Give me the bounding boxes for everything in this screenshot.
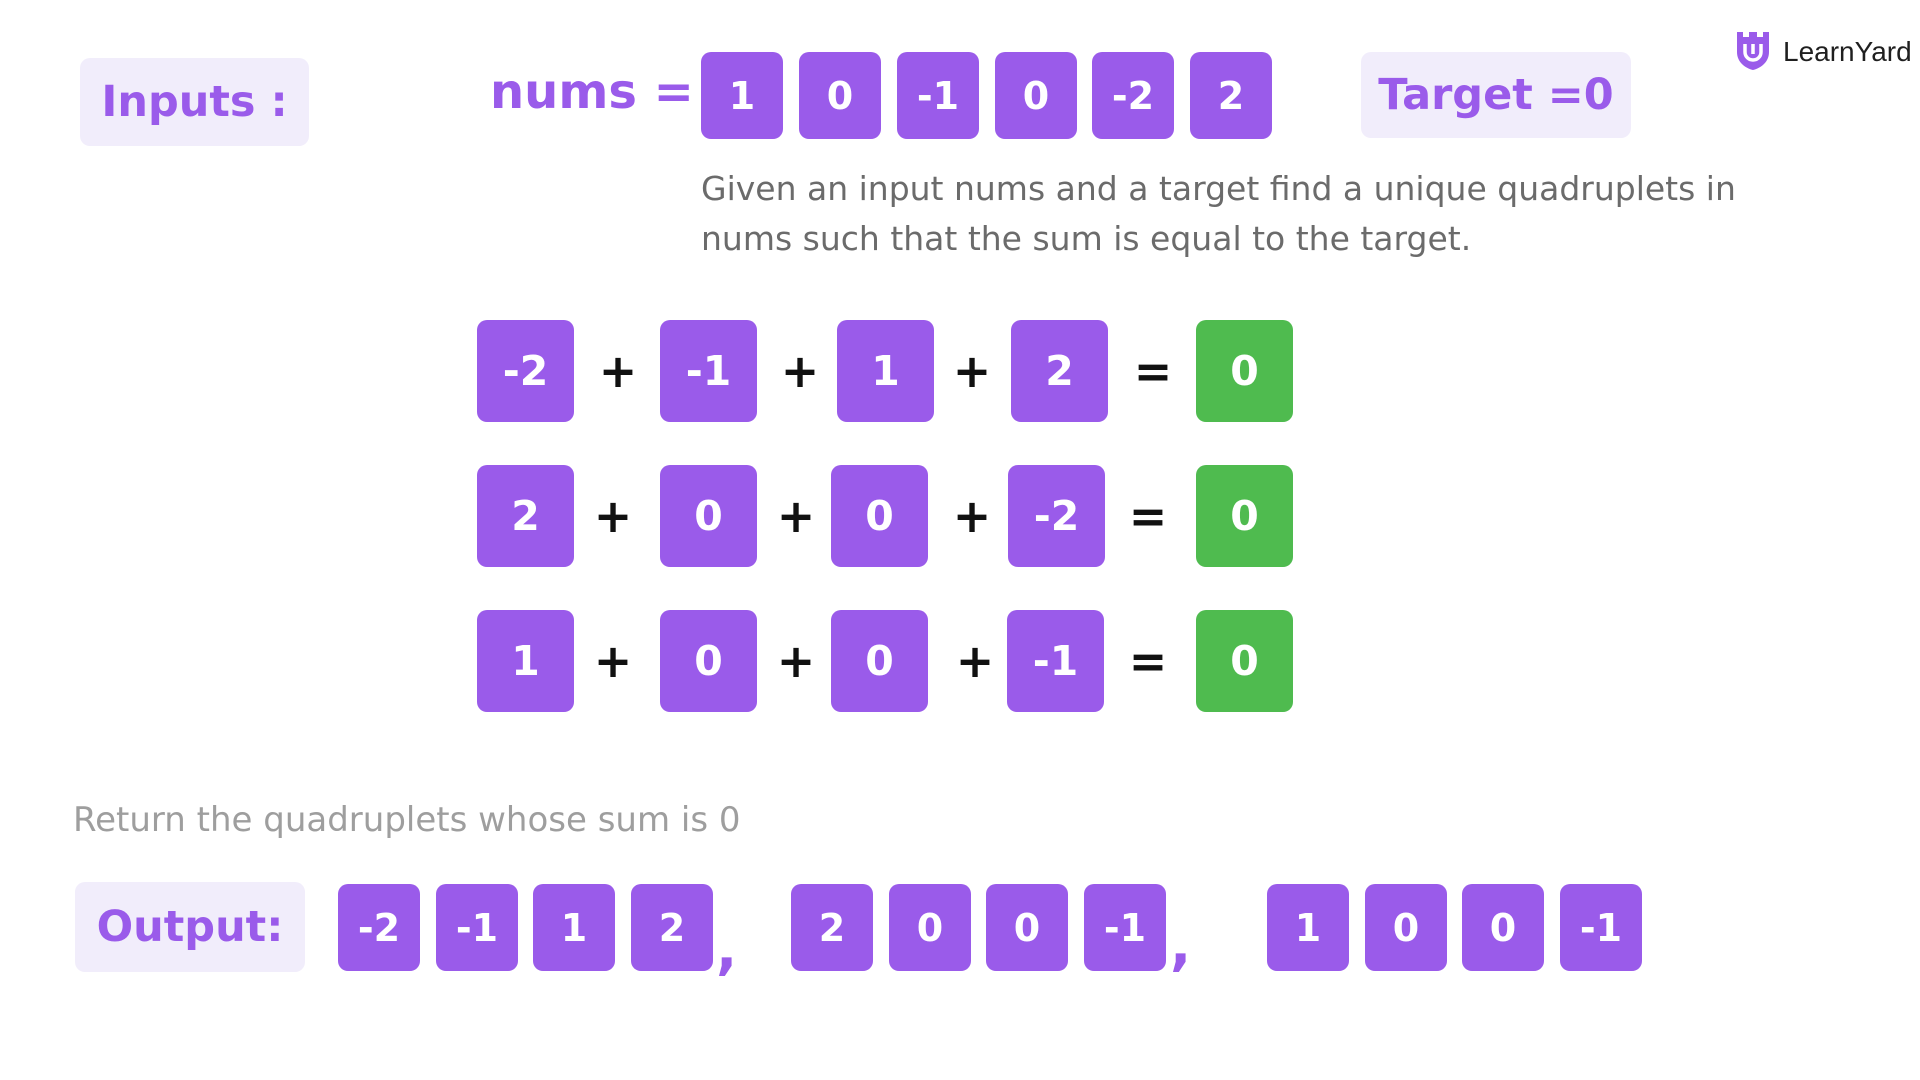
equals-sign: =	[1133, 344, 1173, 398]
equation-tile: -2	[477, 320, 574, 422]
comma-separator: ,	[716, 917, 738, 982]
comma-separator: ,	[1170, 913, 1192, 978]
plus-sign: +	[593, 634, 633, 688]
equation-tile: -1	[660, 320, 757, 422]
plus-sign: +	[952, 344, 992, 398]
output-tile: 0	[1462, 884, 1544, 971]
return-text: Return the quadruplets whose sum is 0	[73, 800, 741, 840]
nums-tile: 1	[701, 52, 783, 139]
equation-tile: -1	[1007, 610, 1104, 712]
output-label: Output:	[75, 882, 305, 972]
result-tile: 0	[1196, 465, 1293, 567]
result-tile: 0	[1196, 610, 1293, 712]
output-tile: 2	[631, 884, 713, 971]
nums-label: nums =	[490, 64, 694, 120]
nums-tile: 0	[799, 52, 881, 139]
result-tile: 0	[1196, 320, 1293, 422]
logo: LearnYard	[1733, 28, 1912, 76]
output-tile: 2	[791, 884, 873, 971]
plus-sign: +	[952, 489, 992, 543]
equation-tile: 1	[477, 610, 574, 712]
plus-sign: +	[593, 489, 633, 543]
nums-tile: -2	[1092, 52, 1174, 139]
output-tile: -1	[436, 884, 518, 971]
shield-icon	[1733, 28, 1773, 76]
problem-description: Given an input nums and a target find a …	[701, 164, 1841, 264]
plus-sign: +	[776, 634, 816, 688]
output-tile: -1	[1084, 884, 1166, 971]
plus-sign: +	[598, 344, 638, 398]
output-tile: 0	[986, 884, 1068, 971]
equation-tile: 0	[660, 465, 757, 567]
output-tile: -1	[1560, 884, 1642, 971]
equation-tile: 2	[1011, 320, 1108, 422]
equation-tile: 2	[477, 465, 574, 567]
plus-sign: +	[955, 634, 995, 688]
equals-sign: =	[1128, 634, 1168, 688]
nums-tile: -1	[897, 52, 979, 139]
logo-text: LearnYard	[1783, 36, 1912, 67]
equation-tile: 0	[831, 465, 928, 567]
inputs-label: Inputs :	[80, 58, 309, 146]
nums-tile: 0	[995, 52, 1077, 139]
output-tile: 0	[1365, 884, 1447, 971]
equation-tile: 1	[837, 320, 934, 422]
equals-sign: =	[1128, 489, 1168, 543]
output-tile: 0	[889, 884, 971, 971]
equation-tile: -2	[1008, 465, 1105, 567]
output-tile: -2	[338, 884, 420, 971]
output-tile: 1	[533, 884, 615, 971]
description-line: Given an input nums and a target find a …	[701, 169, 1736, 208]
plus-sign: +	[780, 344, 820, 398]
description-line: nums such that the sum is equal to the t…	[701, 219, 1472, 258]
target-label: Target =0	[1361, 52, 1631, 138]
equation-tile: 0	[660, 610, 757, 712]
plus-sign: +	[776, 489, 816, 543]
output-tile: 1	[1267, 884, 1349, 971]
equation-tile: 0	[831, 610, 928, 712]
nums-tile: 2	[1190, 52, 1272, 139]
